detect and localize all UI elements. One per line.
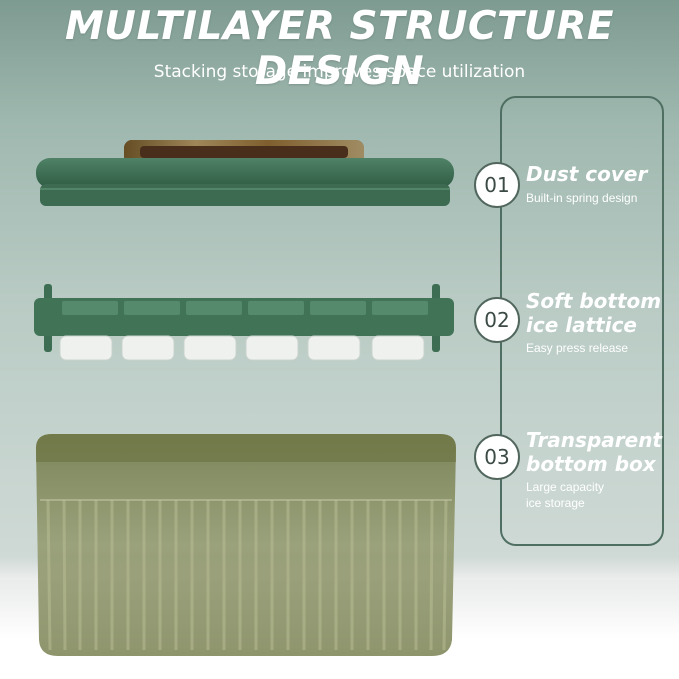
transparent-bottom-box [36, 434, 456, 656]
feature-description: Built-in spring design [526, 191, 638, 205]
dust-cover-lid [36, 140, 454, 206]
feature-description: Large capacity ice storage [526, 480, 605, 510]
feature-title: Transparent bottom box [526, 428, 662, 476]
feature-number-badge: 01 [474, 162, 520, 208]
subheadline: Stacking storage improves space utilizat… [153, 62, 526, 82]
feature-description: Easy press release [526, 341, 629, 355]
feature-title: Dust cover [526, 162, 648, 186]
feature-number-badge: 03 [474, 434, 520, 480]
feature-title: Soft bottom ice lattice [526, 289, 662, 337]
ice-lattice-tray [34, 284, 454, 361]
feature-number-badge: 02 [474, 297, 520, 343]
headline: MULTILAYER STRUCTURE DESIGN [65, 4, 614, 94]
